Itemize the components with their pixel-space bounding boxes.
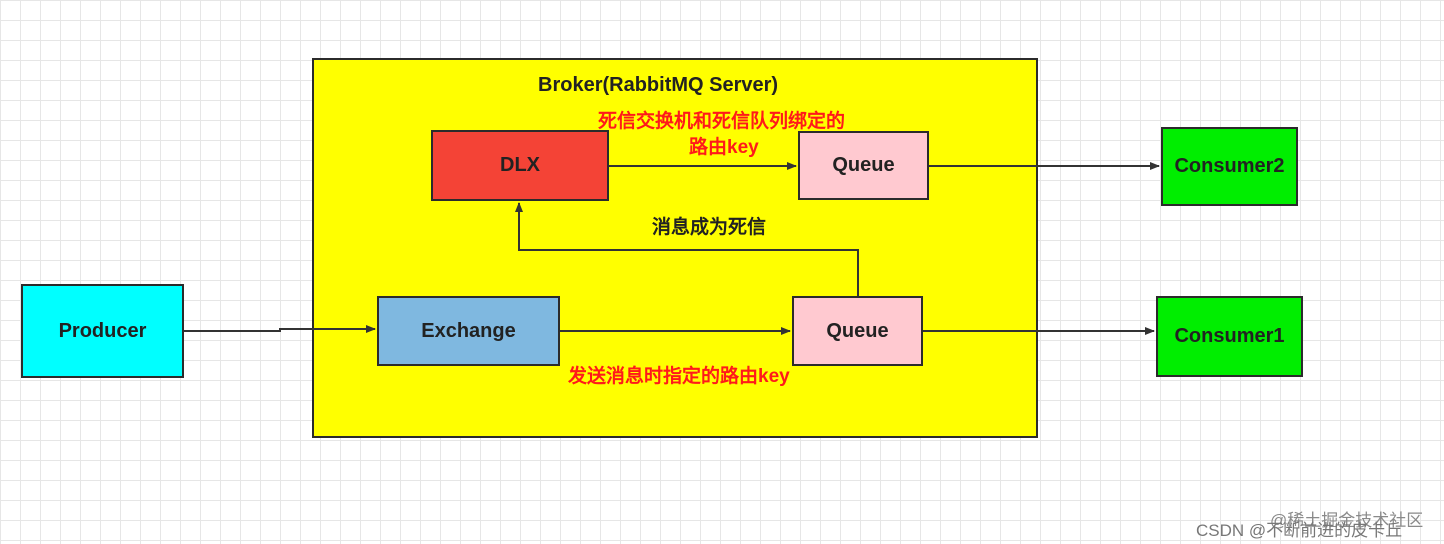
dead-letter-annotation: 消息成为死信 xyxy=(652,217,767,238)
dead-letter-arrow xyxy=(515,202,859,296)
dlx-binding-annotation-line1: 死信交换机和死信队列绑定的 xyxy=(598,111,846,132)
watermark-juejin: @稀土掘金技术社区 xyxy=(1270,511,1424,530)
watermark-csdn: CSDN @不断前进的皮卡丘 xyxy=(1196,521,1403,540)
producer-to-exchange-arrow xyxy=(184,325,376,333)
dlx-node[interactable]: DLX xyxy=(431,130,609,201)
consumer2-node[interactable]: Consumer2 xyxy=(1161,127,1298,206)
send-routing-annotation: 发送消息时指定的路由key xyxy=(568,366,790,387)
dlx-binding-annotation-line2: 路由key xyxy=(689,137,759,158)
queue-bottom-node[interactable]: Queue xyxy=(792,296,923,366)
broker-container xyxy=(312,58,1038,438)
producer-node[interactable]: Producer xyxy=(21,284,184,378)
consumer1-node[interactable]: Consumer1 xyxy=(1156,296,1303,377)
exchange-node[interactable]: Exchange xyxy=(377,296,560,366)
broker-title: Broker(RabbitMQ Server) xyxy=(538,74,779,96)
queue-top-node[interactable]: Queue xyxy=(798,131,929,200)
